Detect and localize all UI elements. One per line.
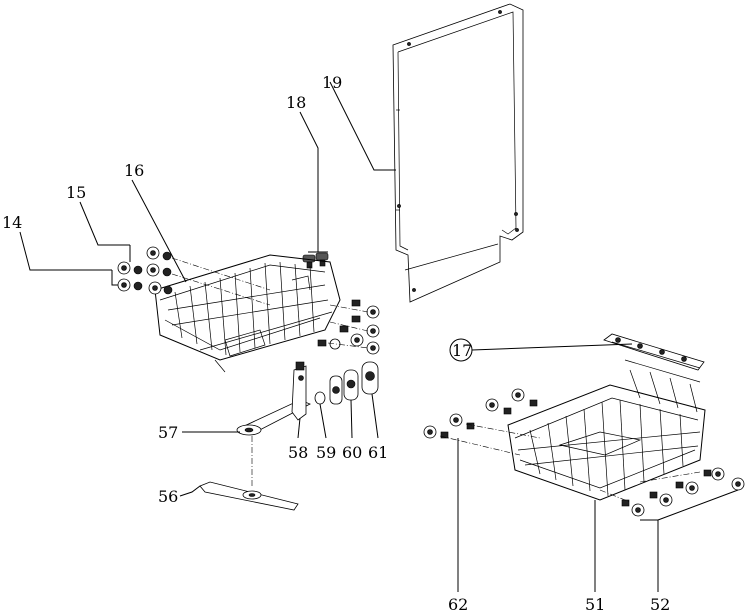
- lower-rack-rollers-left: [423, 388, 541, 456]
- label-15: 15: [66, 183, 86, 202]
- upper-rack-rollers: [117, 246, 271, 306]
- part-labels: 14 15 16 17 18 19 57 56 58 59 60 61 62 5…: [2, 73, 670, 612]
- upper-rack: [154, 254, 341, 373]
- label-59: 59: [316, 443, 336, 462]
- label-60: 60: [342, 443, 362, 462]
- label-16: 16: [124, 161, 144, 180]
- seal-59: [314, 375, 343, 405]
- leader-lines: [19, 81, 739, 592]
- cutlery-shelf-17: [603, 333, 705, 371]
- gasket-61: [361, 361, 379, 395]
- gasket-60: [343, 369, 359, 401]
- upper-rack-side-rollers: [317, 299, 380, 355]
- clips-18: [302, 252, 329, 269]
- label-17-circle: [449, 338, 473, 362]
- door-panel-19: [392, 3, 524, 303]
- label-51: 51: [585, 595, 605, 612]
- lower-rack-51: [507, 359, 706, 501]
- feed-tube-58: [291, 361, 307, 421]
- label-18: 18: [286, 93, 306, 112]
- label-17: 17: [452, 341, 472, 360]
- label-56: 56: [158, 487, 178, 506]
- label-58: 58: [288, 443, 308, 462]
- label-57: 57: [158, 423, 178, 442]
- label-52: 52: [650, 595, 670, 612]
- spray-arm-lower-56: [199, 481, 299, 511]
- label-61: 61: [368, 443, 388, 462]
- lower-rack-rollers-right: [599, 467, 745, 517]
- label-19: 19: [322, 73, 342, 92]
- label-14: 14: [2, 213, 22, 232]
- label-62: 62: [448, 595, 468, 612]
